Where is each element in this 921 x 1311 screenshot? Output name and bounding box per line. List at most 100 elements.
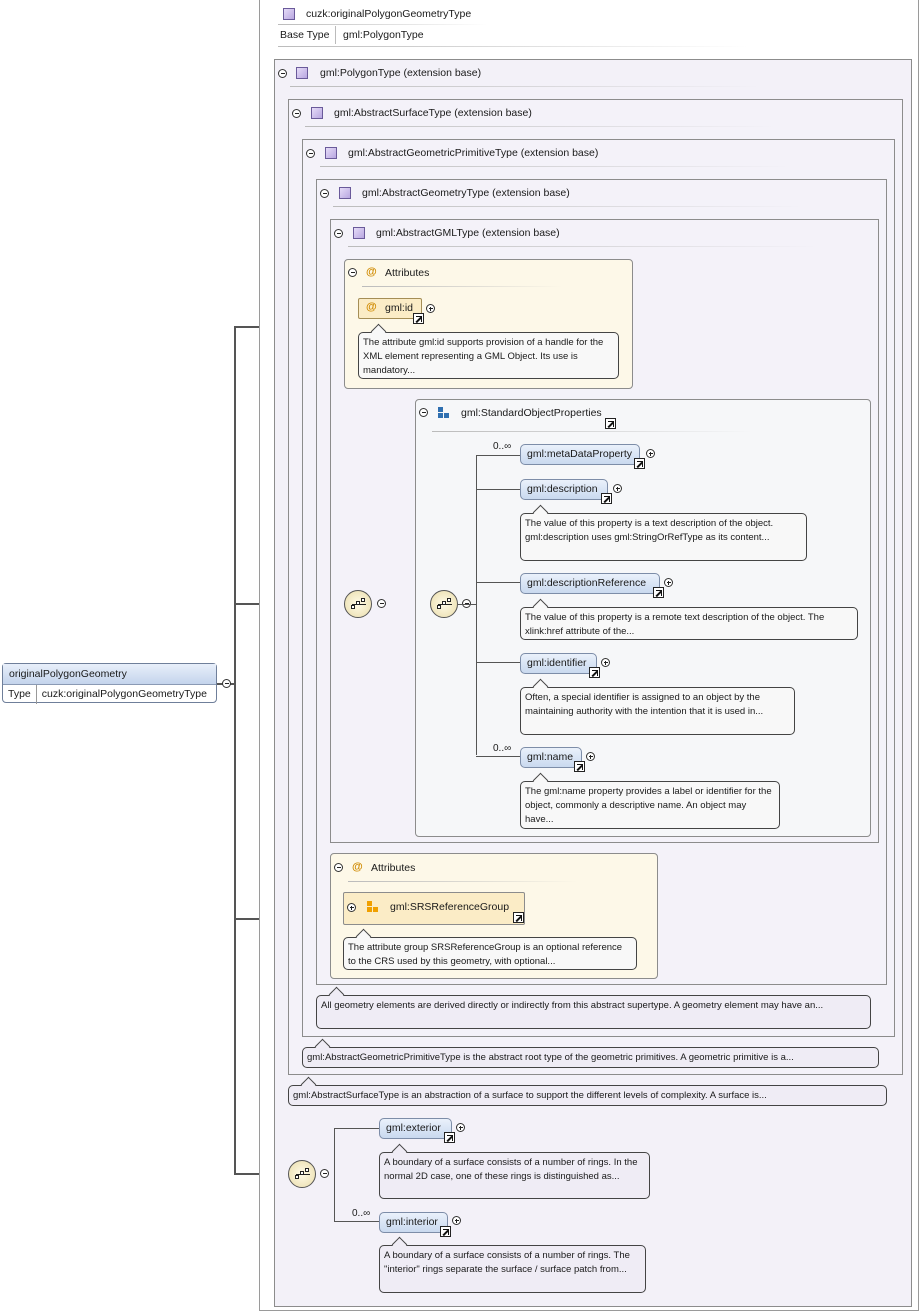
identifier-label: gml:identifier <box>527 657 587 669</box>
std-branch-metadata <box>476 455 520 456</box>
metadata-property-element[interactable]: gml:metaDataProperty <box>520 444 640 465</box>
expand-name[interactable] <box>586 752 595 761</box>
description-reference-link-icon[interactable] <box>653 587 664 598</box>
collapse-geometry-type[interactable] <box>320 189 329 198</box>
attributes-srs-rule <box>348 881 578 882</box>
identifier-element[interactable]: gml:identifier <box>520 653 597 674</box>
poly-branch-interior <box>334 1221 379 1222</box>
gml-id-link-icon[interactable] <box>413 313 424 324</box>
base-type-label: Base Type <box>280 29 330 41</box>
std-branch-name <box>476 756 520 757</box>
primitive-type-doc: gml:AbstractGeometricPrimitiveType is th… <box>302 1047 879 1068</box>
std-branch-descref <box>476 582 520 583</box>
collapse-primitive-type[interactable] <box>306 149 315 158</box>
expand-identifier[interactable] <box>601 658 610 667</box>
collapse-surface-type[interactable] <box>292 109 301 118</box>
complex-type-icon <box>283 8 295 20</box>
geometry-rule <box>333 206 803 207</box>
attributes-label: Attributes <box>385 267 430 279</box>
interior-element[interactable]: gml:interior <box>379 1212 448 1233</box>
collapse-sequence-1[interactable] <box>377 599 386 608</box>
std-branch-join <box>458 604 477 605</box>
collapse-standard-object-properties[interactable] <box>419 408 428 417</box>
polygon-type-icon <box>296 67 308 79</box>
identifier-doc: Often, a special identifier is assigned … <box>520 687 795 735</box>
metadata-property-link-icon[interactable] <box>634 458 645 469</box>
metadata-property-label: gml:metaDataProperty <box>527 448 633 460</box>
expand-interior[interactable] <box>452 1216 461 1225</box>
root-type-row: Type cuzk:originalPolygonGeometryType <box>3 685 216 704</box>
gml-rule <box>348 246 818 247</box>
description-doc: The value of this property is a text des… <box>520 513 807 561</box>
main-trunk <box>234 326 236 1174</box>
collapse-gml-type[interactable] <box>334 229 343 238</box>
srs-reference-group-link-icon[interactable] <box>513 912 524 923</box>
collapse-attributes[interactable] <box>348 268 357 277</box>
srs-reference-group-doc: The attribute group SRSReferenceGroup is… <box>343 937 637 970</box>
poly-branch-exterior <box>334 1128 379 1129</box>
surface-rule <box>305 126 775 127</box>
exterior-label: gml:exterior <box>386 1122 441 1134</box>
std-branch-identifier <box>476 662 520 663</box>
expand-srs-reference-group[interactable] <box>347 903 356 912</box>
header-rule <box>278 24 488 25</box>
description-element[interactable]: gml:description <box>520 479 608 500</box>
polygon-type-label: gml:PolygonType (extension base) <box>320 67 482 79</box>
expand-metadata-property[interactable] <box>646 449 655 458</box>
attribute-group-icon <box>367 901 379 913</box>
name-label: gml:name <box>527 751 574 763</box>
description-reference-label: gml:descriptionReference <box>527 577 647 589</box>
collapse-root-element[interactable] <box>222 679 231 688</box>
std-props-rule <box>432 431 752 432</box>
sequence-compositor-inner-icon[interactable] <box>430 590 458 618</box>
primitive-type-icon <box>325 147 337 159</box>
primitive-type-label: gml:AbstractGeometricPrimitiveType (exte… <box>348 147 599 159</box>
collapse-attributes-srs[interactable] <box>334 863 343 872</box>
sequence-compositor-icon[interactable] <box>344 590 372 618</box>
description-reference-doc: The value of this property is a remote t… <box>520 607 858 640</box>
primitive-rule <box>320 166 790 167</box>
name-doc: The gml:name property provides a label o… <box>520 781 780 829</box>
gml-id-doc: The attribute gml:id supports provision … <box>358 332 619 379</box>
gml-id-at-icon: @ <box>366 301 377 313</box>
gml-id-label: gml:id <box>385 302 414 314</box>
description-link-icon[interactable] <box>601 493 612 504</box>
attributes-rule <box>362 286 562 287</box>
description-reference-element[interactable]: gml:descriptionReference <box>520 573 660 594</box>
description-label: gml:description <box>527 483 598 495</box>
srs-reference-group-label: gml:SRSReferenceGroup <box>390 901 510 913</box>
standard-object-properties-label: gml:StandardObjectProperties <box>461 407 602 419</box>
polygon-sequence-icon[interactable] <box>288 1160 316 1188</box>
std-branch-description <box>476 489 520 490</box>
root-element[interactable]: originalPolygonGeometry Type cuzk:origin… <box>2 663 217 704</box>
collapse-polygon-type[interactable] <box>278 69 287 78</box>
identifier-link-icon[interactable] <box>589 667 600 678</box>
surface-type-icon <box>311 107 323 119</box>
root-type-value: cuzk:originalPolygonGeometryType <box>41 688 207 700</box>
gml-id-attribute[interactable]: gml:id <box>358 298 422 319</box>
collapse-polygon-sequence[interactable] <box>320 1169 329 1178</box>
name-multiplicity: 0..∞ <box>493 743 512 754</box>
polygon-rule <box>290 86 760 87</box>
name-link-icon[interactable] <box>574 761 585 772</box>
interior-doc: A boundary of a surface consists of a nu… <box>379 1245 646 1293</box>
interior-label: gml:interior <box>386 1216 438 1228</box>
base-type-divider <box>335 26 336 44</box>
root-type-label: Type <box>3 685 37 704</box>
exterior-element[interactable]: gml:exterior <box>379 1118 452 1139</box>
interior-link-icon[interactable] <box>440 1226 451 1237</box>
expand-gml-id[interactable] <box>426 304 435 313</box>
attributes-icon: @ <box>366 266 377 278</box>
geometry-type-icon <box>339 187 351 199</box>
exterior-doc: A boundary of a surface consists of a nu… <box>379 1152 650 1199</box>
expand-description-reference[interactable] <box>664 578 673 587</box>
name-element[interactable]: gml:name <box>520 747 582 768</box>
gml-type-label: gml:AbstractGMLType (extension base) <box>376 227 560 239</box>
poly-branch-vertical <box>334 1128 335 1222</box>
collapse-sequence-2[interactable] <box>462 599 471 608</box>
standard-object-properties-link-icon[interactable] <box>605 418 616 429</box>
expand-exterior[interactable] <box>456 1123 465 1132</box>
exterior-link-icon[interactable] <box>444 1132 455 1143</box>
expand-description[interactable] <box>613 484 622 493</box>
base-type-value: gml:PolygonType <box>343 29 424 41</box>
